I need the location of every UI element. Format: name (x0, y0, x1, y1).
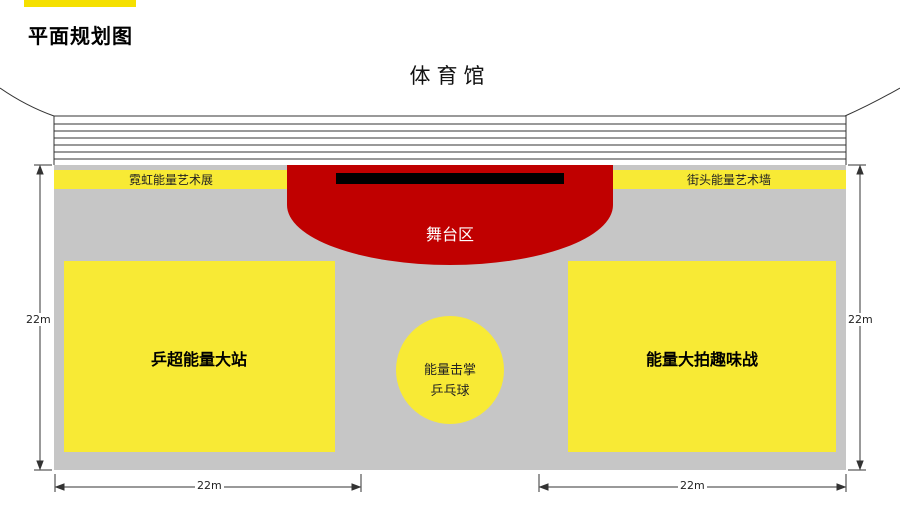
center-circle-label-2: 乒乓球 (430, 384, 470, 399)
dim-right-height-label: 22m (846, 313, 875, 326)
zone-left (64, 261, 335, 452)
zone-right-label: 能量大拍趣味战 (645, 350, 758, 369)
center-circle-label-1: 能量击掌 (423, 363, 476, 378)
dim-left-width-label: 22m (195, 479, 224, 492)
page-title: 平面规划图 (28, 24, 133, 48)
title-accent-bar (24, 0, 136, 7)
dim-left-height-label: 22m (24, 313, 53, 326)
gym-label: 体育馆 (409, 64, 491, 88)
center-circle (396, 316, 504, 424)
stage-bar (336, 173, 564, 184)
gym-left-arc (0, 87, 55, 117)
gym-right-arc (844, 87, 900, 117)
dim-right-width-label: 22m (678, 479, 707, 492)
zone-right (568, 261, 836, 452)
stage-label: 舞台区 (425, 225, 474, 244)
zone-left-label: 乒超能量大站 (150, 350, 247, 369)
neon-art-strip (54, 170, 287, 189)
neon-art-label: 霓虹能量艺术展 (128, 173, 213, 187)
stage-area (287, 165, 613, 265)
bleachers (53, 115, 847, 165)
street-art-label: 街头能量艺术墙 (686, 173, 771, 187)
street-art-strip (613, 170, 846, 189)
